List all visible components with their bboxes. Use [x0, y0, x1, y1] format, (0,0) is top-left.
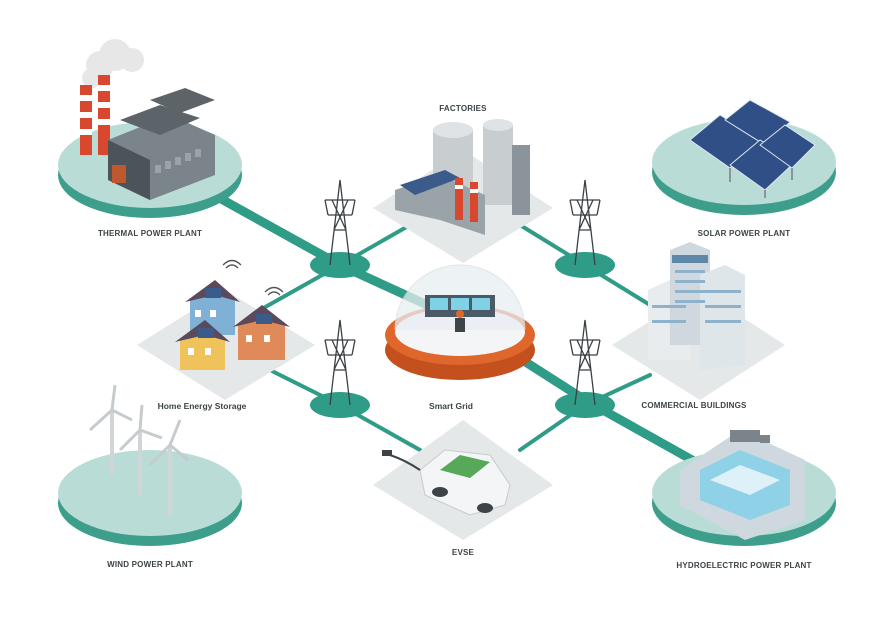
label-commercial-buildings: COMMERCIAL BUILDINGS [641, 401, 747, 410]
label-wind-power-plant: WIND POWER PLANT [107, 560, 193, 569]
thermal-plant-illustration [80, 39, 215, 200]
factory-illustration [395, 119, 530, 235]
hydro-dam-illustration [680, 430, 805, 540]
smart-grid-dome-illustration [385, 264, 535, 380]
transmission-towers [324, 179, 601, 406]
label-solar-power-plant: SOLAR POWER PLANT [697, 229, 791, 238]
label-smart-grid: Smart Grid [429, 401, 473, 411]
homes-illustration [175, 280, 290, 370]
label-factories: FACTORIES [439, 104, 487, 113]
wind-turbines-illustration [88, 384, 189, 515]
commercial-buildings-illustration [648, 242, 745, 370]
wifi-icon [222, 259, 284, 296]
tower-discs [310, 252, 615, 418]
solar-panels-illustration [689, 99, 816, 198]
label-home-energy-storage: Home Energy Storage [157, 401, 247, 411]
label-hydroelectric-power-plant: HYDROELECTRIC POWER PLANT [676, 561, 812, 570]
tile-home [137, 290, 315, 400]
disc-wind [58, 450, 242, 546]
ev-car-illustration [382, 449, 511, 516]
label-thermal-power-plant: THERMAL POWER PLANT [97, 229, 203, 238]
label-evse: EVSE [451, 548, 475, 557]
